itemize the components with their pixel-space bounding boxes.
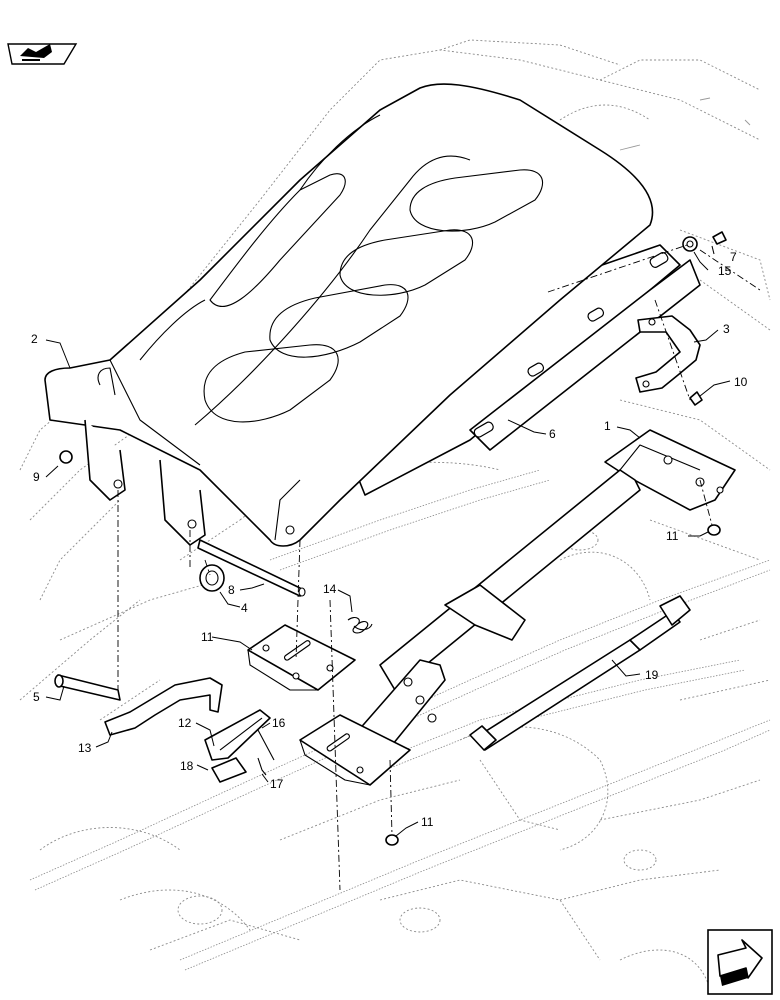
callout-14: 13: [78, 741, 92, 755]
part-16-washer: [682, 236, 698, 252]
part-15-spring: [347, 617, 373, 634]
part-18-clip: [257, 757, 267, 776]
callout-19: 18: [180, 759, 194, 773]
part-10-bolt: [689, 391, 703, 406]
background-machine-outline: [19, 39, 771, 991]
callout-8: 8: [228, 583, 235, 597]
lower-mount-plate: [299, 714, 411, 786]
part-4-bushing: [199, 564, 225, 592]
callout-1: 1: [604, 419, 611, 433]
hardware-fasteners: [59, 231, 727, 846]
part-5-tube: [54, 674, 121, 701]
part-8-rod: [197, 539, 306, 597]
callout-7: 7: [730, 250, 737, 264]
callout-3: 3: [723, 322, 730, 336]
part-3-bracket: [635, 315, 701, 393]
part-20-gas-strut: [469, 595, 691, 751]
callout-11-lower: 11: [421, 815, 434, 829]
assembly-view-icon[interactable]: [7, 43, 78, 65]
callout-labels: 2 9 3 10 6 1 7 15 11 8 4 11 14 5 13 12 1…: [31, 250, 748, 829]
leader-lines: [45, 245, 731, 837]
callout-6: 6: [549, 427, 556, 441]
callout-2: 2: [31, 332, 38, 346]
assembly-axes: [117, 243, 761, 891]
callout-17: 16: [272, 716, 286, 730]
arm-mid-bracket: [444, 584, 526, 641]
callout-15: 14: [323, 582, 337, 596]
callout-16: 15: [718, 264, 732, 278]
part-17-pin: [257, 729, 275, 761]
callout-12: 11: [201, 630, 214, 644]
part-13-latch: [204, 709, 271, 761]
part-11-bolt-upper: [707, 524, 721, 536]
callout-18: 17: [270, 777, 284, 791]
part-14-lever: [104, 677, 223, 736]
callout-5: 5: [33, 690, 40, 704]
part-7-bolt: [712, 231, 727, 245]
part-9-nut: [59, 450, 73, 464]
part-12-lower-plate: [247, 624, 356, 691]
callout-11-upper: 11: [666, 529, 679, 543]
callout-4: 4: [241, 601, 248, 615]
callout-13: 12: [178, 716, 192, 730]
callout-9: 9: [33, 470, 40, 484]
callout-10: 10: [734, 375, 748, 389]
part-19-small-plate: [211, 757, 247, 783]
part-11-bolt-lower: [385, 834, 399, 846]
next-page-arrow-icon[interactable]: [707, 929, 773, 995]
callout-20: 19: [645, 668, 659, 682]
